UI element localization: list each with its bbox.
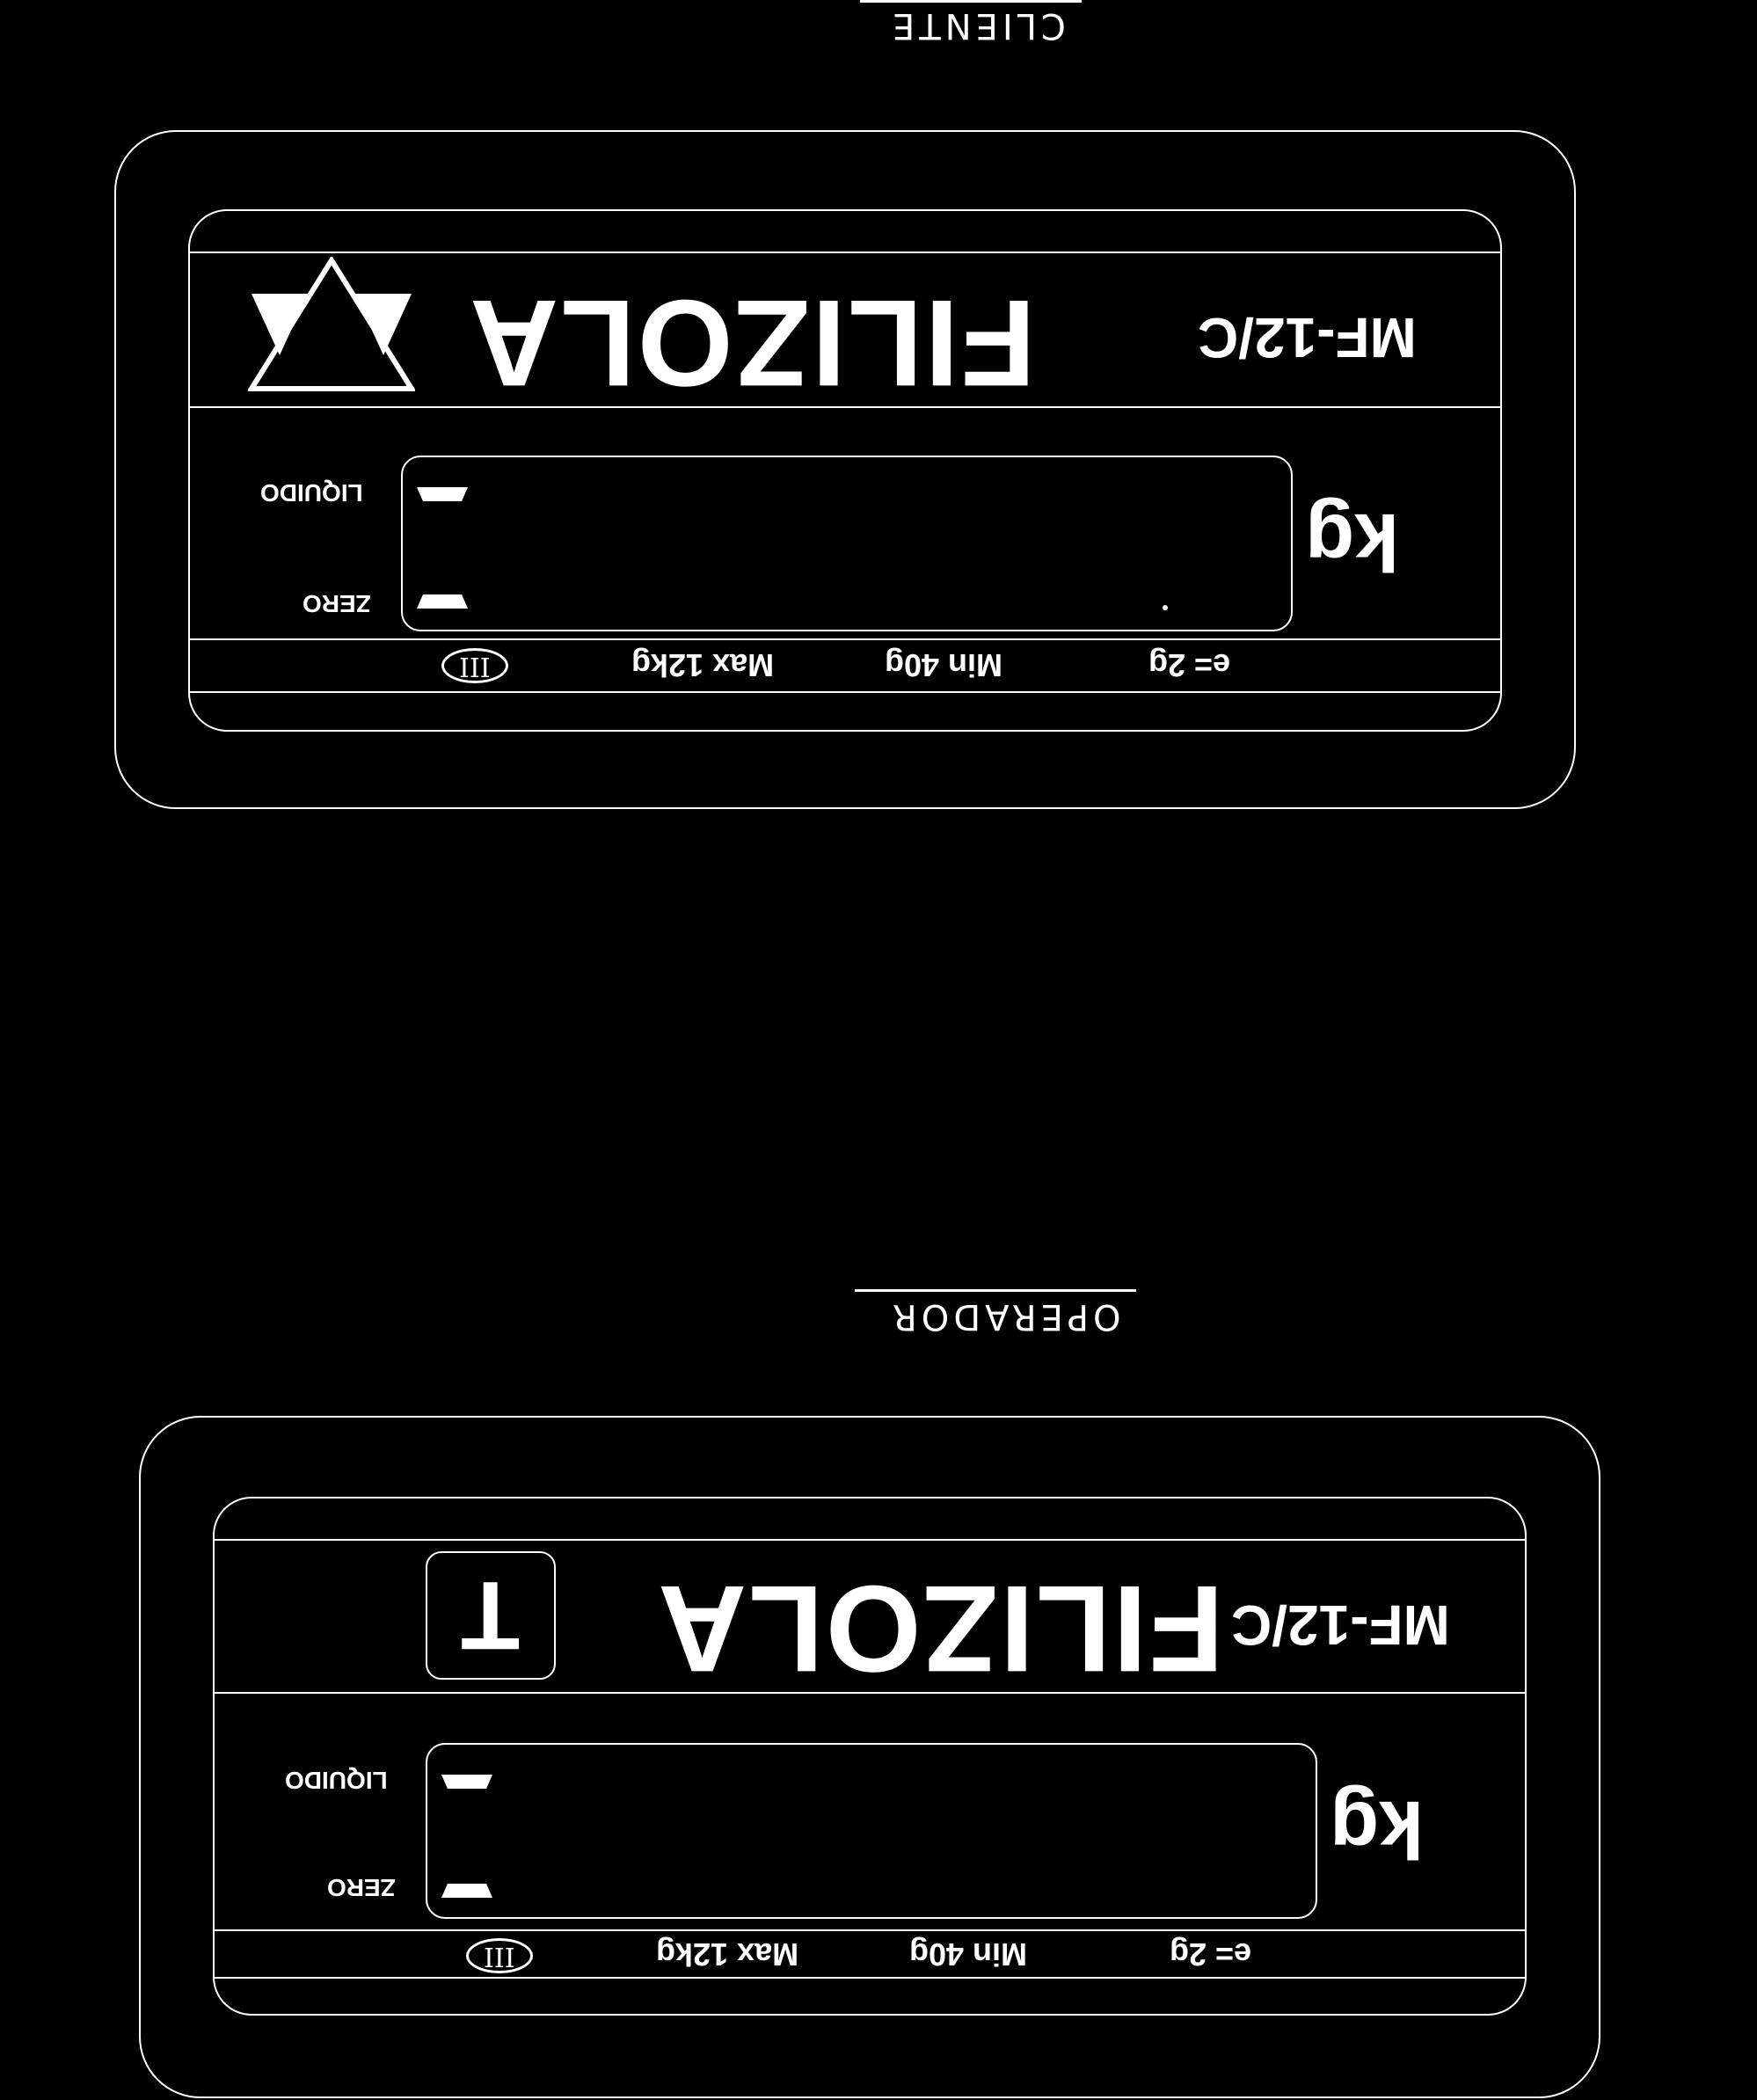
- model-number: MF-12/C: [1231, 1593, 1450, 1657]
- spec-min: Min 40g: [885, 647, 1003, 683]
- divider: [213, 1929, 1527, 1931]
- divider: [213, 1539, 1527, 1541]
- divider: [213, 1692, 1527, 1694]
- spec-min: Min 40g: [909, 1936, 1028, 1972]
- zero-indicator: [441, 1884, 492, 1898]
- spec-e: e= 2g: [1148, 647, 1231, 683]
- zero-label: ZERO: [327, 1874, 396, 1901]
- divider: [188, 638, 1502, 640]
- label-underline: [860, 0, 1082, 3]
- outer-frame: [114, 130, 1576, 809]
- divider: [188, 252, 1502, 253]
- accuracy-class-badge: III: [466, 1938, 533, 1973]
- liquido-indicator: [417, 487, 468, 501]
- liquido-label: LIQUIDO: [260, 479, 363, 507]
- triangle-logo-icon: [248, 257, 415, 391]
- accuracy-class-badge: III: [441, 648, 508, 683]
- divider: [188, 406, 1502, 408]
- liquido-label: LIQUIDO: [285, 1767, 388, 1794]
- tare-key: T: [426, 1551, 556, 1680]
- model-number: MF-12/C: [1198, 306, 1417, 369]
- outer-frame: [139, 1416, 1600, 2098]
- zero-label: ZERO: [303, 590, 371, 617]
- divider: [188, 691, 1502, 693]
- brand-name: FILIZOLA: [468, 274, 1036, 412]
- inner-frame: [188, 209, 1502, 732]
- unit-label: kg: [1305, 497, 1400, 587]
- weight-display: [426, 1743, 1317, 1919]
- decimal-point: [1163, 605, 1168, 610]
- liquido-indicator: [441, 1775, 492, 1789]
- divider: [213, 1977, 1527, 1979]
- spec-e: e= 2g: [1170, 1936, 1252, 1972]
- side-label: OPERADOR: [888, 1296, 1121, 1337]
- spec-max: Max 12kg: [656, 1936, 799, 1972]
- inner-frame: [213, 1497, 1527, 2016]
- zero-indicator: [417, 594, 468, 609]
- weight-display: [401, 456, 1293, 631]
- brand-name: FILIZOLA: [656, 1560, 1224, 1698]
- spec-max: Max 12kg: [631, 647, 775, 683]
- side-label: CLIENTE: [888, 5, 1066, 46]
- label-underline: [855, 1289, 1136, 1292]
- unit-label: kg: [1330, 1784, 1425, 1874]
